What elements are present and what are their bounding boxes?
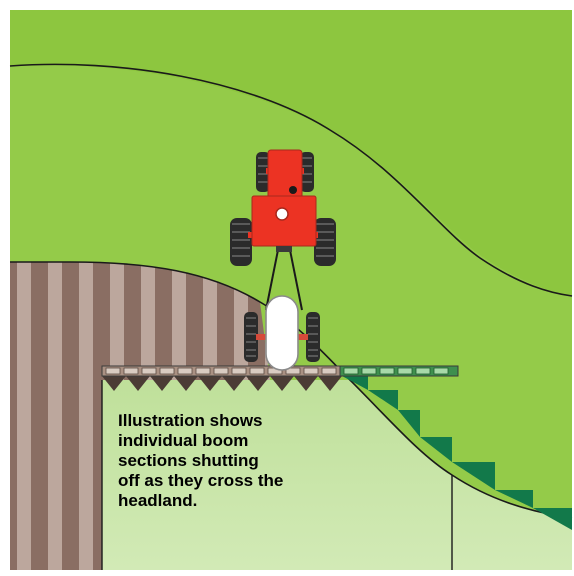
caption-line: sections shutting <box>118 451 318 471</box>
caption-line: Illustration shows <box>118 411 318 431</box>
caption-line: individual boom <box>118 431 318 451</box>
caption-text: Illustration shows individual boom secti… <box>118 411 318 511</box>
caption-line: off as they cross the <box>118 471 318 491</box>
caption-line: headland. <box>118 491 318 511</box>
